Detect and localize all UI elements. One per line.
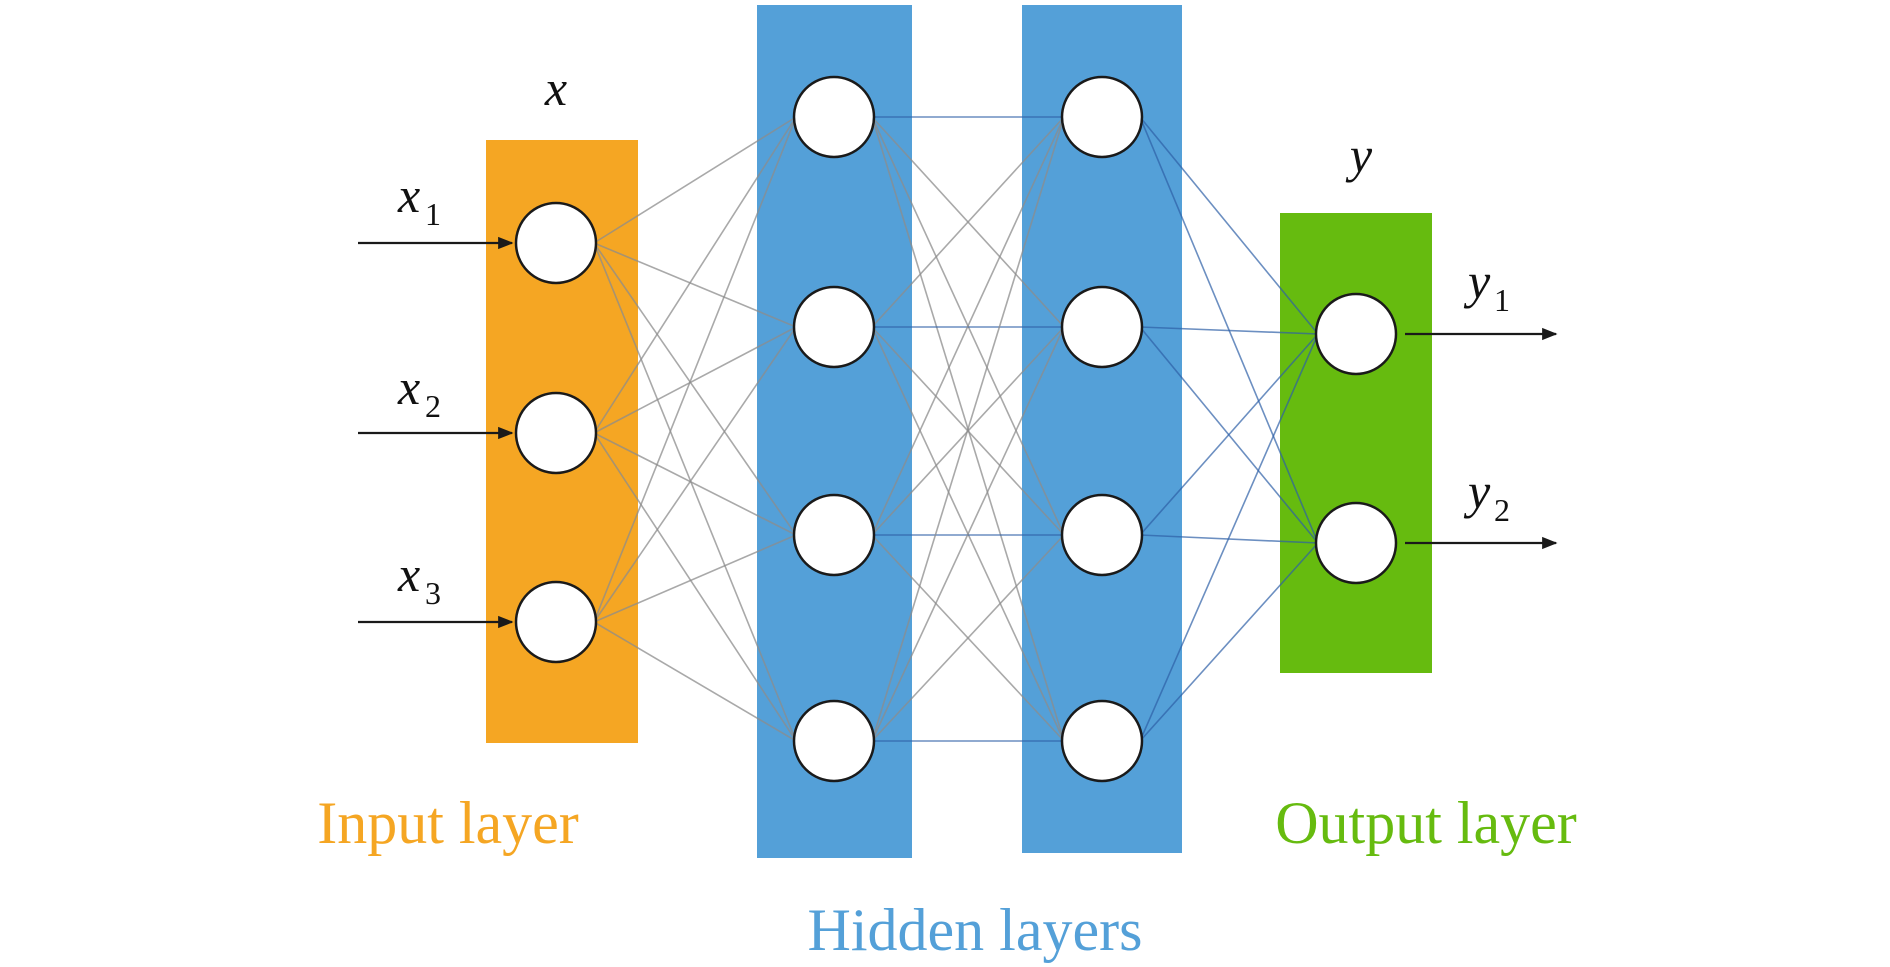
neuron-layer-4-node-2 bbox=[1314, 501, 1398, 585]
svg-text:1: 1 bbox=[1494, 282, 1510, 318]
input-layer-caption: Input layer bbox=[317, 790, 579, 856]
output-layer-caption: Output layer bbox=[1275, 790, 1577, 856]
neurons bbox=[514, 75, 1398, 783]
connection-line bbox=[1139, 116, 1319, 335]
neuron-layer-1-node-1 bbox=[514, 201, 598, 285]
connection-line bbox=[1139, 333, 1319, 742]
output-layer-panel bbox=[1280, 213, 1432, 673]
connection-line bbox=[871, 534, 1065, 742]
connection-line bbox=[1139, 542, 1319, 742]
neuron-layer-1-node-3 bbox=[514, 580, 598, 664]
neuron-layer-2-node-2 bbox=[792, 285, 876, 369]
neuron-layer-2-node-1 bbox=[792, 75, 876, 159]
connection-line bbox=[593, 432, 797, 742]
connection-line bbox=[593, 242, 797, 536]
connection-line bbox=[593, 116, 797, 244]
connection-line bbox=[871, 116, 1065, 328]
svg-text:x: x bbox=[397, 167, 420, 223]
input-label-3: x 3 bbox=[397, 546, 441, 611]
connection-line bbox=[593, 326, 797, 623]
connection-line bbox=[593, 242, 797, 742]
svg-text:1: 1 bbox=[425, 196, 441, 232]
svg-text:3: 3 bbox=[425, 575, 441, 611]
hidden-layers-caption: Hidden layers bbox=[808, 897, 1143, 963]
connection-line bbox=[871, 116, 1065, 742]
neuron-layer-3-node-4 bbox=[1060, 699, 1144, 783]
neuron-layer-3-node-3 bbox=[1060, 493, 1144, 577]
input-label-2: x 2 bbox=[397, 359, 441, 424]
neuron-layer-1-node-2 bbox=[514, 391, 598, 475]
svg-text:2: 2 bbox=[425, 388, 441, 424]
input-vector-label: x bbox=[544, 60, 567, 116]
connection-line bbox=[871, 116, 1065, 536]
connection-line bbox=[593, 432, 797, 536]
connection-line bbox=[1139, 326, 1319, 335]
neuron-layer-2-node-3 bbox=[792, 493, 876, 577]
connection-line bbox=[593, 116, 797, 623]
output-label-2: y 2 bbox=[1463, 463, 1510, 528]
svg-text:x: x bbox=[397, 359, 420, 415]
output-vector-label: y bbox=[1345, 127, 1373, 183]
connection-line bbox=[871, 326, 1065, 742]
output-label-1: y 1 bbox=[1463, 253, 1510, 318]
neuron-layer-4-node-1 bbox=[1314, 292, 1398, 376]
connection-line bbox=[1139, 333, 1319, 536]
input-label-1: x 1 bbox=[397, 167, 441, 232]
svg-text:x: x bbox=[397, 546, 420, 602]
input-arrows bbox=[358, 236, 514, 629]
neuron-layer-2-node-4 bbox=[792, 699, 876, 783]
neuron-layer-3-node-2 bbox=[1060, 285, 1144, 369]
connection-lines bbox=[593, 116, 1319, 742]
svg-text:2: 2 bbox=[1494, 492, 1510, 528]
connection-line bbox=[593, 242, 797, 328]
neuron-layer-3-node-1 bbox=[1060, 75, 1144, 159]
svg-text:y: y bbox=[1463, 253, 1491, 309]
connection-line bbox=[593, 621, 797, 742]
output-arrows bbox=[1405, 327, 1558, 550]
svg-text:y: y bbox=[1463, 463, 1491, 519]
connection-line bbox=[593, 116, 797, 434]
connection-line bbox=[593, 326, 797, 434]
connection-line bbox=[593, 534, 797, 623]
